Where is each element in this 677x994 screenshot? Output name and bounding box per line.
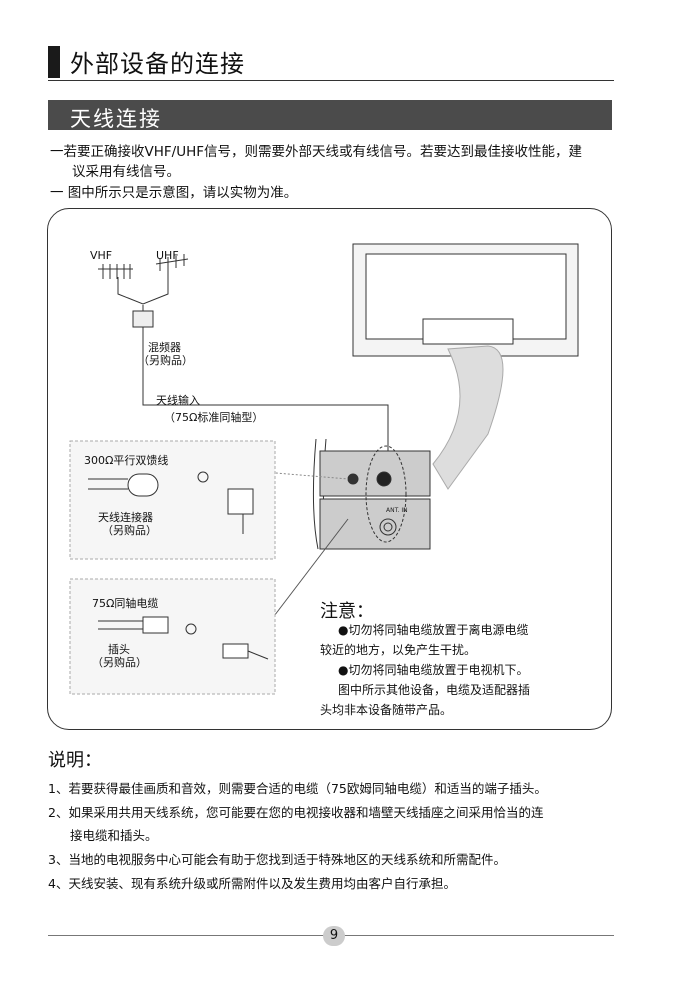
page-number: 9: [323, 926, 345, 946]
coax-label: 75Ω同轴电缆: [92, 597, 159, 610]
caution-line: ●切勿将同轴电缆放置于电视机下。: [338, 663, 529, 677]
adapter-icon: [88, 471, 254, 534]
page-title: 外部设备的连接: [70, 50, 245, 78]
uhf-antenna-icon: [155, 254, 189, 271]
antenna-input-label: 天线输入: [156, 394, 200, 407]
diagram-drawing: ANT. IN: [69, 243, 579, 695]
ant-in-jack-icon: [376, 471, 392, 487]
adapter-label: 天线连接器: [98, 511, 153, 524]
section-title: 天线连接: [70, 107, 162, 131]
ant-in-label: ANT. IN: [386, 507, 408, 514]
note-item: 4、天线安装、现有系统升级或所需附件以及发生费用均由客户自行承担。: [48, 876, 456, 891]
mixer-note: （另购品）: [138, 354, 193, 367]
note-item: 接电缆和插头。: [70, 828, 158, 843]
caution-title: 注意：: [320, 601, 374, 622]
coax-plug-icon: [98, 616, 269, 660]
plug-label: 插头: [108, 643, 130, 656]
title-marker: [48, 46, 60, 78]
note-item: 2、如果采用共用天线系统，您可能要在您的电视接收器和墙壁天线插座之间采用恰当的连: [48, 805, 544, 820]
vhf-antenna-icon: [98, 264, 133, 279]
adapter-note: （另购品）: [102, 524, 157, 537]
mixer-icon: [132, 310, 154, 328]
antenna-input-note: （75Ω标准同轴型）: [164, 411, 264, 424]
title-divider: [48, 80, 614, 81]
uhf-label: UHF: [156, 249, 179, 262]
note-item: 3、当地的电视服务中心可能会有助于您找到适于特殊地区的天线系统和所需配件。: [48, 852, 506, 867]
connection-diagram: ANT. IN VHF UHF 混频器 （另购品） 天线输入 （75Ω标准同轴型…: [47, 208, 612, 730]
caution-line: ●切勿将同轴电缆放置于离电源电缆: [338, 623, 529, 637]
intro-line: 一若要正确接收VHF/UHF信号，则需要外部天线或有线信号。若要达到最佳接收性能…: [50, 144, 582, 160]
plug-note: （另购品）: [92, 656, 147, 669]
notes-title: 说明：: [48, 750, 102, 771]
intro-line: 一 图中所示只是示意图，请以实物为准。: [50, 185, 298, 201]
note-item: 1、若要获得最佳画质和音效，则需要合适的电缆（75欧姆同轴电缆）和适当的端子插头…: [48, 781, 547, 796]
mixer-label: 混频器: [148, 341, 181, 354]
caution-line: 图中所示其他设备，电缆及适配器插: [338, 683, 531, 697]
caution-line: 头均非本设备随带产品。: [320, 703, 453, 717]
section-banner: [48, 100, 612, 130]
caution-line: 较近的地方，以免产生干扰。: [320, 643, 477, 657]
vhf-label: VHF: [90, 249, 113, 262]
intro-line: 议采用有线信号。: [72, 164, 180, 180]
twin-lead-label: 300Ω平行双馈线: [84, 454, 169, 467]
